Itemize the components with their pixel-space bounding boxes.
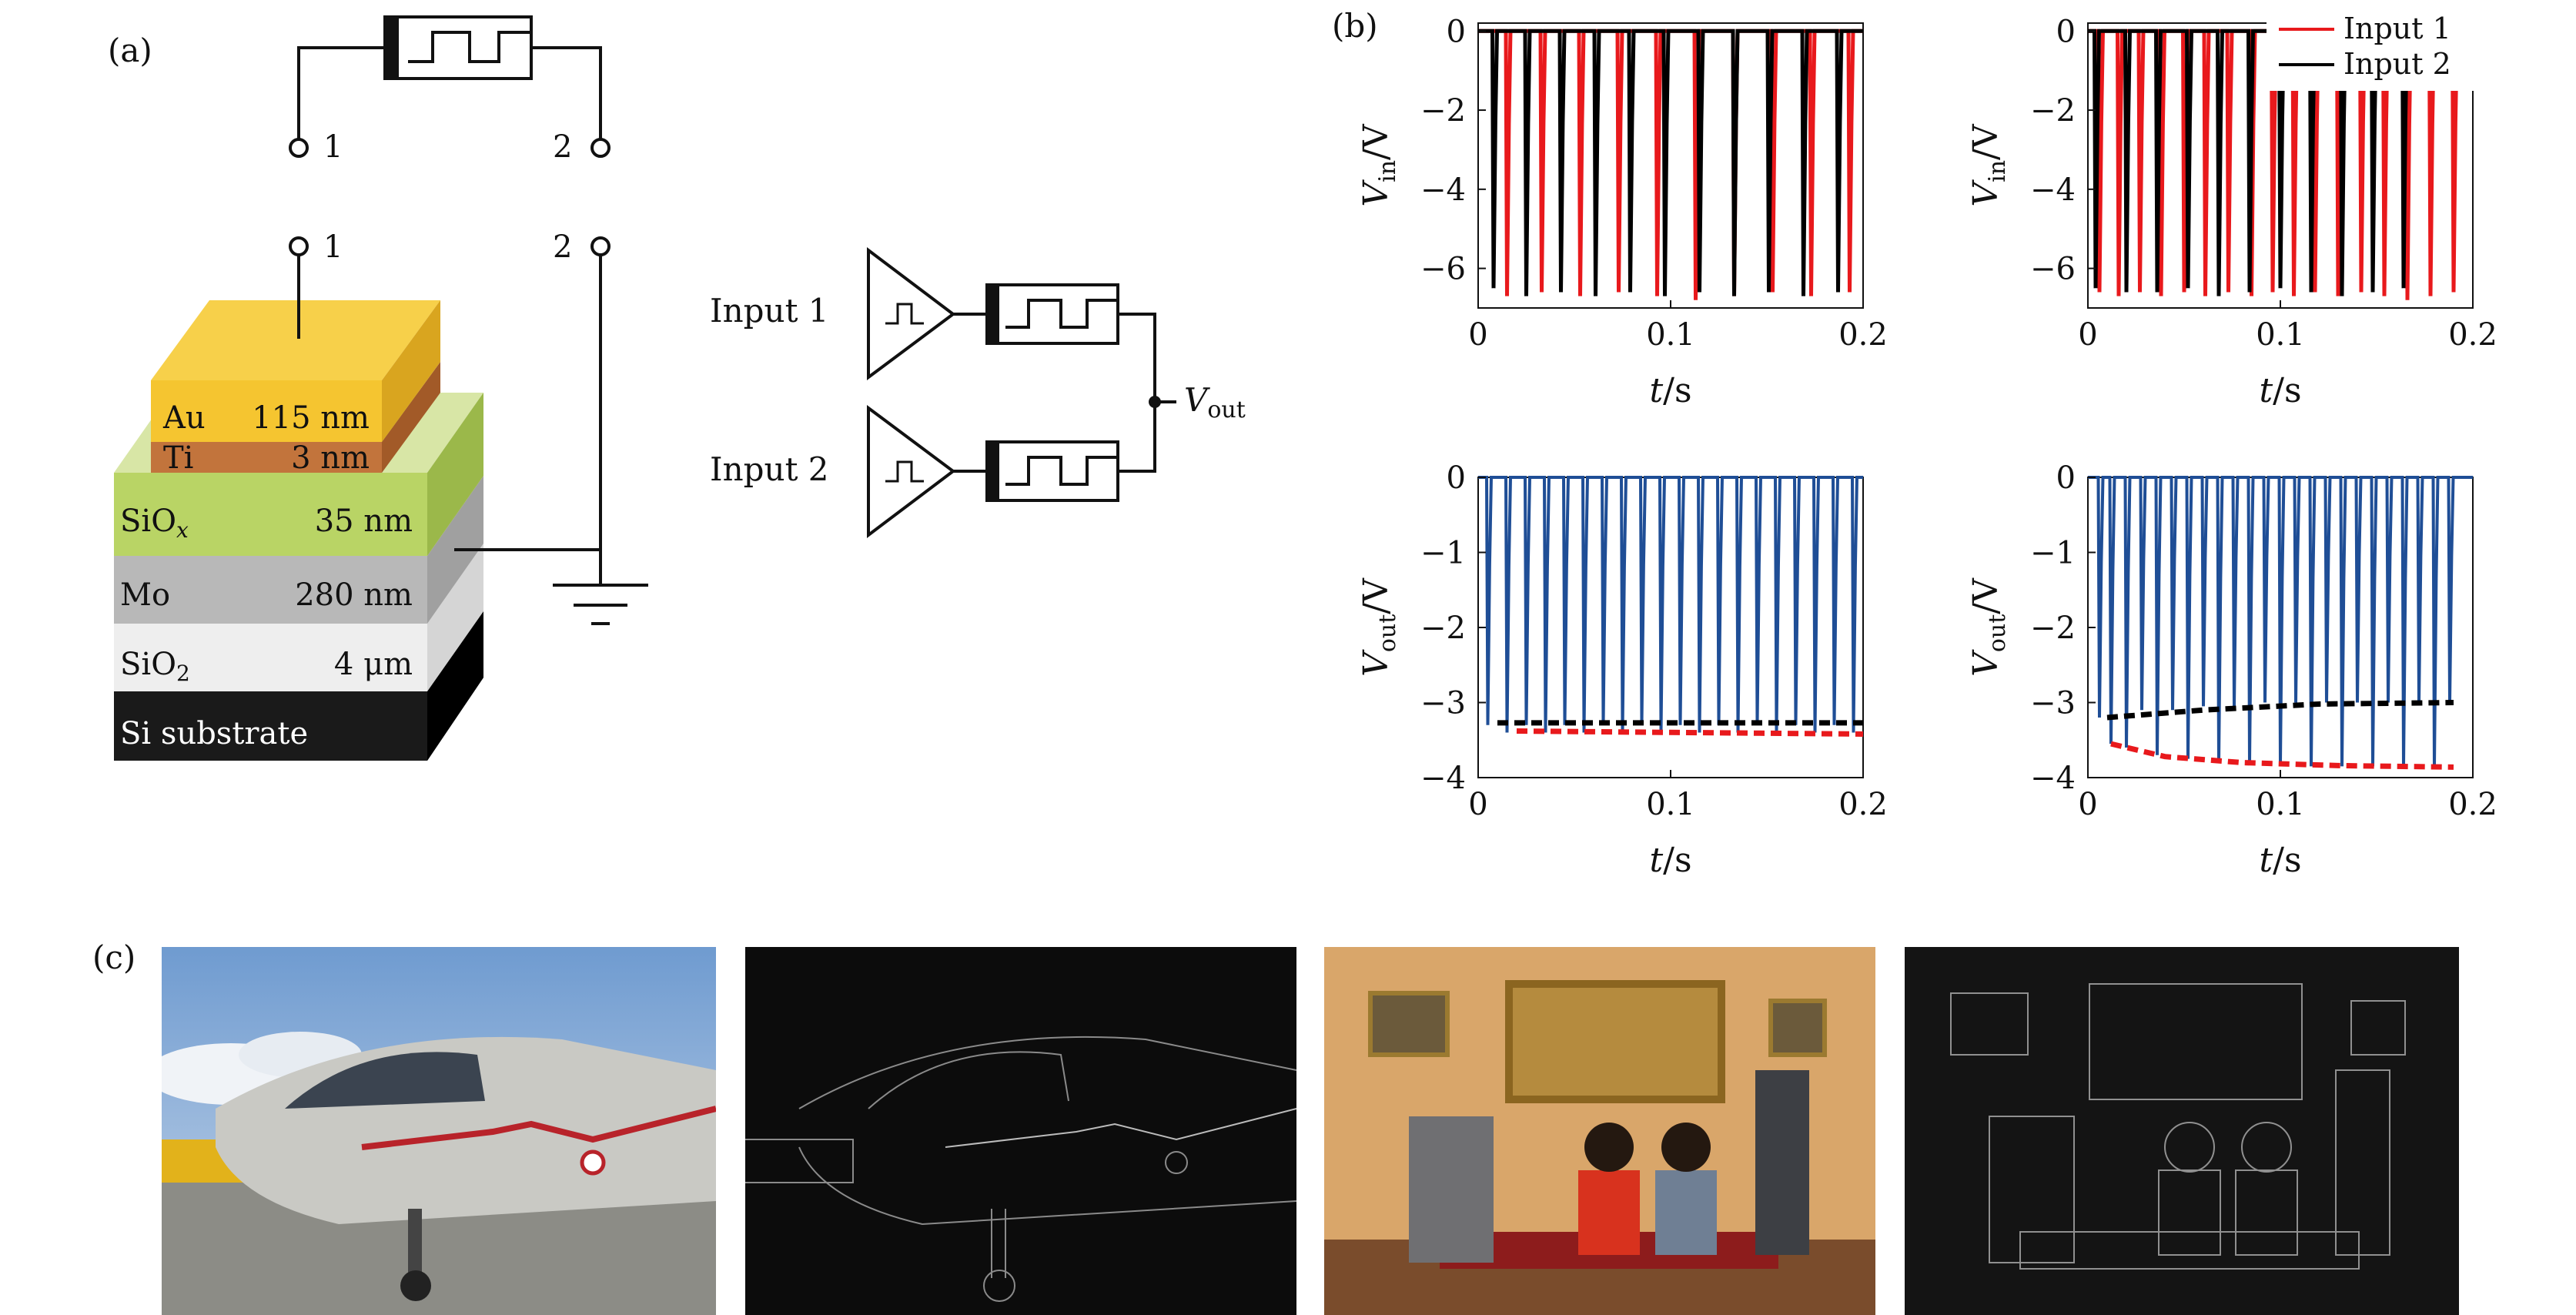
series-input-2: [1478, 28, 1863, 296]
x-tick-label: 0.1: [2256, 317, 2305, 353]
circuit-vout-label: Vout: [1184, 381, 1246, 423]
y-tick-label: 0: [1447, 460, 1466, 496]
layer-labels: Au 115 nm Ti 3 nm SiOx 35 nm Mo 280 nm S…: [120, 400, 413, 751]
layer-ti-thickness: 3 nm: [291, 440, 370, 476]
panel-label-a: (a): [108, 32, 152, 69]
y-tick-label: −6: [2030, 252, 2076, 287]
y-axis-label: Vout/V: [1966, 577, 2011, 677]
layer-ti-name: Ti: [163, 440, 193, 476]
terminal-2-label: 2: [553, 229, 572, 265]
jet-edges-drawing: [745, 1036, 1296, 1302]
y-tick-label: −4: [1420, 761, 1466, 796]
gallery-edges-drawing: [1950, 983, 2406, 1270]
y-tick-label: −1: [2030, 536, 2076, 571]
x-tick-label: 0: [2078, 787, 2097, 822]
y-tick-label: −2: [2030, 93, 2076, 129]
x-axis-label: t/s: [1649, 841, 1691, 880]
memristor-symbol-top: [289, 15, 611, 158]
y-tick-label: −6: [1420, 252, 1466, 287]
vout-chart-left: 0 0.1 0.2 0 −1 −2 −3 −4 t/s Vout/V: [1357, 460, 1888, 880]
y-tick-label: 0: [2056, 14, 2076, 49]
y-tick-label: −4: [2030, 761, 2076, 796]
y-axis-label: Vin/V: [1357, 123, 1401, 207]
layer-sio2-name: SiO2: [120, 647, 190, 686]
y-tick-label: −4: [1420, 172, 1466, 208]
y-tick-label: −3: [1420, 686, 1466, 721]
legend-label: Input 2: [2343, 47, 2451, 81]
panel-label-c: (c): [92, 939, 135, 976]
series-input-2: [2088, 28, 2473, 296]
x-tick-label: 0.2: [2448, 787, 2497, 822]
x-axis-label: t/s: [2259, 371, 2301, 410]
jet-photo: [162, 947, 716, 1315]
layer-au-name: Au: [162, 400, 206, 436]
series-vout: [2088, 476, 2473, 767]
x-tick-label: 0.2: [1838, 317, 1888, 353]
circuit-input1-label: Input 1: [710, 292, 829, 330]
top-terminal-2-label: 2: [553, 129, 572, 165]
layer-au-thickness: 115 nm: [252, 400, 370, 436]
gallery-edges: [1905, 947, 2459, 1315]
legend-label: Input 1: [2343, 12, 2451, 45]
device-wiring: [289, 236, 648, 625]
x-tick-label: 0.1: [1646, 317, 1695, 353]
terminal-1-label: 1: [323, 229, 343, 265]
vin-chart-left: 0 0.1 0.2 0 −2 −4 −6 t/s Vin/V: [1357, 14, 1888, 410]
gallery-photo: [1324, 947, 1875, 1315]
y-tick-label: −4: [2030, 172, 2076, 208]
jet-edges: [745, 947, 1296, 1315]
x-tick-label: 0.1: [2256, 787, 2305, 822]
y-axis-label: Vin/V: [1966, 123, 2011, 207]
x-axis-label: t/s: [2259, 841, 2301, 880]
gallery-photo-drawing: [1324, 947, 1875, 1315]
x-tick-label: 0: [1468, 317, 1487, 353]
layer-mo-thickness: 280 nm: [295, 577, 413, 613]
y-tick-label: −2: [1420, 93, 1466, 129]
layer-sio2-thickness: 4 μm: [334, 647, 413, 682]
circuit-input2-label: Input 2: [710, 450, 829, 488]
y-tick-label: 0: [1447, 14, 1466, 49]
panel-label-b: (b): [1332, 7, 1378, 45]
top-terminal-1-label: 1: [323, 129, 343, 165]
x-tick-label: 0: [2078, 317, 2097, 353]
series-envelope-black: [2106, 700, 2454, 721]
layer-siox-thickness: 35 nm: [315, 504, 413, 539]
device-stack: [114, 300, 483, 761]
x-tick-label: 0.1: [1646, 787, 1695, 822]
y-tick-label: 0: [2056, 460, 2076, 496]
vout-chart-right: 0 0.1 0.2 0 −1 −2 −3 −4 t/s Vout/V: [1966, 460, 2497, 880]
x-tick-label: 0: [1468, 787, 1487, 822]
y-tick-label: −1: [1420, 536, 1466, 571]
legend-box: [2267, 6, 2482, 91]
layer-mo-name: Mo: [120, 577, 170, 613]
series-envelope-red: [1516, 728, 1864, 737]
y-tick-label: −3: [2030, 686, 2076, 721]
series-vout: [1478, 476, 1863, 733]
y-tick-label: −2: [1420, 611, 1466, 646]
x-axis-label: t/s: [1649, 371, 1691, 410]
y-axis-label: Vout/V: [1357, 577, 1401, 677]
x-tick-label: 0.2: [1838, 787, 1888, 822]
layer-si-name: Si substrate: [120, 716, 308, 751]
jet-photo-drawing: [162, 947, 716, 1315]
x-tick-label: 0.2: [2448, 317, 2497, 353]
y-tick-label: −2: [2030, 611, 2076, 646]
summing-circuit: [867, 246, 1176, 539]
series-envelope-red: [2110, 741, 2454, 770]
